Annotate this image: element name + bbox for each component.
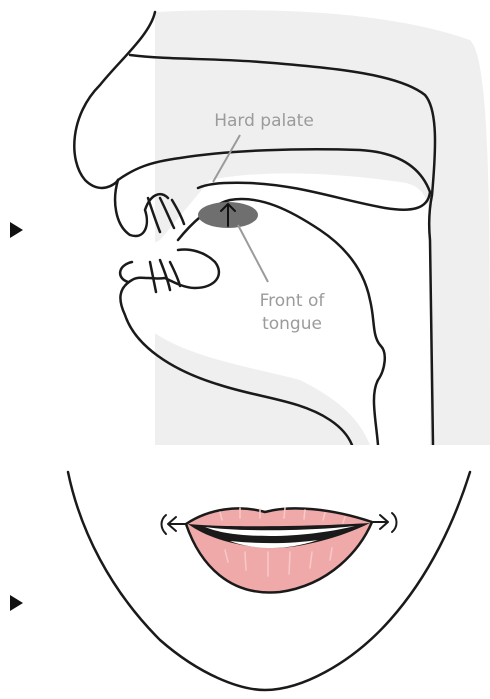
play-button-front-view[interactable] — [10, 595, 23, 611]
arrow-right-icon — [372, 515, 388, 529]
play-button-side-view[interactable] — [10, 222, 23, 238]
nose-outline — [74, 12, 155, 188]
side-view-diagram: Hard palate Front of tongue — [0, 0, 490, 445]
side-view-svg: Hard palate Front of tongue — [0, 0, 490, 445]
bracket-right — [392, 513, 397, 532]
bracket-left — [162, 515, 167, 534]
hard-palate-label: Hard palate — [214, 111, 314, 131]
front-of-tongue-label-line1: Front of — [260, 291, 326, 311]
front-of-tongue-label-line2: tongue — [262, 314, 322, 334]
front-view-svg — [0, 460, 490, 699]
front-view-diagram — [0, 460, 490, 699]
arrow-left-icon — [168, 517, 186, 531]
